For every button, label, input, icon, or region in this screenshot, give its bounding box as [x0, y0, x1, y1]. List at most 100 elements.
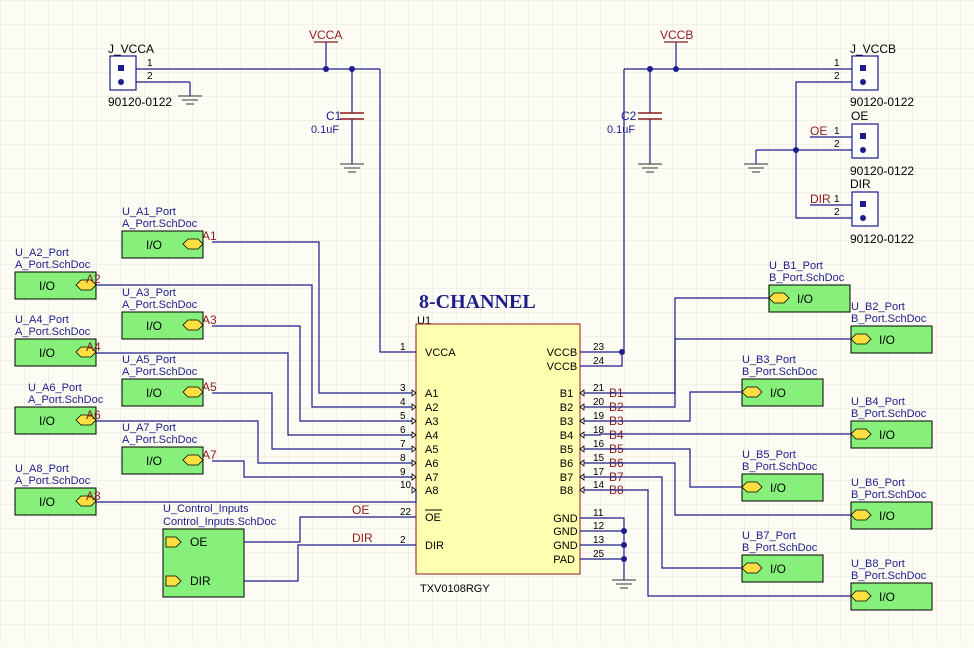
power-port-vccb: VCCB	[660, 28, 693, 69]
capacitor-c2[interactable]: C2 0.1uF	[607, 69, 662, 164]
wire	[212, 241, 412, 394]
capacitor-value: 0.1uF	[607, 124, 635, 136]
pin-name: B2	[560, 402, 573, 414]
wire	[584, 391, 742, 422]
ground-symbol	[340, 163, 364, 173]
ground-symbol	[744, 163, 768, 173]
sheet-file: Control_Inputs.SchDoc	[163, 516, 277, 528]
sheet-ref: U_Control_Inputs	[163, 503, 249, 515]
port-label: I/O	[879, 590, 895, 604]
capacitor-value: 0.1uF	[311, 124, 339, 136]
pin-name: A1	[425, 388, 438, 400]
pin-name: A4	[425, 430, 438, 442]
connector-oe[interactable]: OE OE 1 2 90120-0122	[810, 109, 914, 178]
pin-number: 10	[400, 480, 412, 491]
connector-dir[interactable]: DIR DIR 1 2 90120-0122	[810, 177, 914, 246]
pin-arrow	[411, 459, 417, 467]
pin-arrow	[579, 445, 585, 453]
connector-part: 90120-0122	[850, 164, 914, 178]
connector-part: 90120-0122	[850, 95, 914, 109]
ic-body[interactable]	[415, 323, 581, 575]
pin-number: 21	[593, 383, 605, 394]
pin-arrow	[579, 417, 585, 425]
sheet-file: B_Port.SchDoc	[742, 461, 818, 473]
pin-number: 1	[400, 342, 406, 353]
sheet-ref: U_A8_Port	[15, 463, 69, 475]
pin-arrow	[579, 431, 585, 439]
ic-part: TXV0108RGY	[420, 583, 490, 595]
pin-number: 25	[593, 549, 605, 560]
sheet-file: B_Port.SchDoc	[851, 313, 927, 325]
port-icon	[768, 292, 790, 304]
sheet-file: A_Port.SchDoc	[28, 394, 104, 406]
wire	[584, 448, 742, 488]
pin-name: B6	[560, 458, 573, 470]
sheet-ref: U_A6_Port	[28, 382, 82, 394]
port-label: I/O	[146, 238, 162, 252]
pin-arrow	[411, 389, 417, 397]
control-inputs-sheet[interactable]: U_Control_Inputs Control_Inputs.SchDoc O…	[162, 503, 277, 598]
ic-title: 8-CHANNEL	[419, 291, 536, 313]
port-label: I/O	[39, 495, 55, 509]
port-icon	[182, 319, 204, 331]
wire	[212, 325, 412, 422]
pin-number: 7	[400, 439, 406, 450]
port-label: OE	[190, 535, 207, 549]
pin-number: 6	[400, 425, 406, 436]
pin-arrow	[411, 486, 417, 494]
pin-name: GND	[553, 513, 578, 525]
pin-arrow	[411, 445, 417, 453]
wire	[96, 420, 412, 464]
sheet-ref: U_B1_Port	[769, 260, 823, 272]
sheet-file: B_Port.SchDoc	[851, 489, 927, 501]
sheet-file: B_Port.SchDoc	[742, 366, 818, 378]
port-label: I/O	[146, 319, 162, 333]
pin-arrow	[411, 431, 417, 439]
pin-name: B7	[560, 472, 573, 484]
net-label: A8	[86, 489, 101, 503]
capacitor-c1[interactable]: C1 0.1uF	[311, 69, 364, 164]
net-label: A5	[202, 380, 217, 394]
pin-name: B3	[560, 416, 573, 428]
sheet-file: A_Port.SchDoc	[15, 326, 91, 338]
wire	[584, 433, 851, 436]
pin-number: 9	[400, 467, 406, 478]
connector-j-vcca[interactable]: J_VCCA 1 2 90120-0122	[108, 42, 172, 109]
port-icon	[75, 346, 97, 358]
sheet-file: A_Port.SchDoc	[15, 259, 91, 271]
sheet-file: A_Port.SchDoc	[122, 366, 198, 378]
net-label: B4	[609, 428, 624, 442]
pin-number: 12	[593, 521, 605, 532]
connector-j-vccb[interactable]: J_VCCB 1 2 90120-0122	[834, 42, 914, 109]
pin-number: 18	[593, 425, 605, 436]
sheet-ref: U_A7_Port	[122, 422, 176, 434]
pin-number: 14	[593, 480, 605, 491]
port-icon	[850, 509, 872, 521]
